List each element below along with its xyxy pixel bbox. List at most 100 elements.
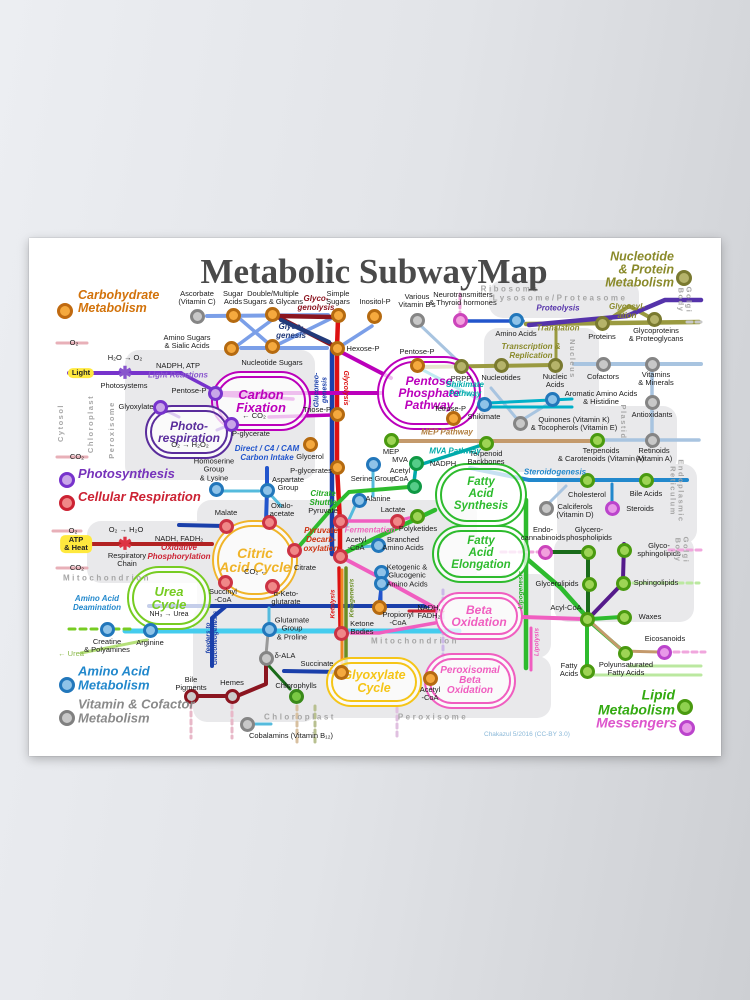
station-node — [217, 574, 233, 590]
station-node — [152, 399, 168, 415]
subway-line — [293, 485, 411, 553]
cycle-station: Carbon Fixation — [211, 371, 311, 431]
map-label: NADH, FADH₂ — [417, 602, 441, 620]
subway-line — [349, 621, 437, 635]
legend-label-carbohydrate-metabolism: Carbohydrate Metabolism — [78, 287, 160, 315]
respiratory-chain-icon: ✱ — [117, 534, 133, 554]
map-label: Eicosanoids — [644, 633, 686, 643]
legend-circle-vitamin-cofactor-metabolism — [59, 710, 75, 726]
map-label: MEP — [382, 446, 400, 456]
subway-line — [546, 484, 568, 506]
map-label: Lysosome/Proteasome — [492, 293, 628, 303]
photosystem-icon: ✱ — [117, 363, 133, 383]
station-node — [302, 436, 318, 452]
station-node — [644, 356, 660, 372]
station-node — [332, 513, 348, 529]
map-label: Acetyl -CoA — [419, 684, 441, 702]
station-node — [366, 308, 382, 324]
map-label: Nucleotides — [481, 372, 521, 382]
station-node — [616, 542, 632, 558]
map-label: Translation — [536, 323, 580, 333]
map-label: ← Urea — [58, 648, 84, 658]
legend-label-lipid-metabolism: Lipid Metabolism — [597, 686, 675, 717]
station-node — [329, 406, 345, 422]
map-label: Pyruvate — [308, 505, 338, 515]
map-label: O₂ — [68, 525, 78, 535]
subway-line — [191, 658, 268, 698]
station-node — [476, 396, 492, 412]
station-node — [478, 435, 494, 451]
station-node — [225, 307, 241, 323]
map-label: Simple Sugars — [326, 288, 350, 306]
map-label: Inositol-P — [359, 296, 391, 306]
map-label: Lipogenesis — [517, 571, 525, 609]
station-node — [452, 312, 468, 328]
subway-line — [177, 523, 226, 528]
station-node — [288, 688, 304, 704]
map-label: Plastid — [619, 404, 629, 440]
station-node — [493, 357, 509, 373]
map-label: Alanine — [365, 493, 391, 503]
map-label: Peroxisome — [106, 401, 116, 459]
station-node — [646, 311, 662, 327]
map-label: Propionyl -CoA — [382, 609, 414, 627]
map-label: Pentose-P — [171, 385, 207, 395]
cycle-station: Fatty Acid Elongation — [432, 525, 530, 583]
map-label: Direct / C4 / CAM Carbon Intake — [234, 444, 300, 462]
station-node — [406, 478, 422, 494]
map-label: Acyl-CoA — [550, 602, 582, 612]
map-label: Glycoproteins & Proteoglycans — [628, 325, 684, 343]
map-label: CO₂ ← — [244, 566, 268, 576]
map-label: Cytosol — [55, 403, 65, 443]
station-node — [332, 548, 348, 564]
credit-text: Chakazul 5/2016 (CC-BY 3.0) — [484, 731, 570, 738]
map-label: Ketogenesis — [348, 578, 356, 618]
station-node — [538, 500, 554, 516]
station-node — [616, 609, 632, 625]
map-label: Polyunsaturated Fatty Acids — [598, 659, 654, 677]
subway-line — [236, 315, 278, 347]
station-node — [445, 410, 461, 426]
map-label: Ribosome — [480, 284, 540, 294]
station-node — [183, 688, 199, 704]
station-node — [589, 432, 605, 448]
legend-circle-lipid-metabolism — [677, 699, 693, 715]
station-node — [329, 340, 345, 356]
subway-line — [523, 555, 588, 618]
map-label: P-glycerates — [290, 465, 332, 475]
map-label: Oxalo- acetate — [269, 500, 295, 518]
station-node — [594, 315, 610, 331]
map-label: Endo- cannabinoids — [520, 524, 566, 542]
map-label: O₂ — [69, 337, 79, 347]
map-label: Waxes — [638, 611, 662, 621]
subway-line — [337, 566, 342, 629]
station-node — [579, 611, 595, 627]
legend-label-vitamin-cofactor-metabolism: Vitamin & Cofactor Metabolism — [78, 696, 195, 725]
subway-line — [279, 318, 331, 344]
station-node — [409, 508, 425, 524]
map-label: Glyco- genolysis — [297, 294, 335, 312]
station-node — [207, 385, 223, 401]
station-node — [333, 664, 349, 680]
subway-line — [79, 638, 149, 655]
subway-line — [589, 615, 623, 621]
map-label: Steroids — [626, 503, 654, 513]
station-node — [261, 514, 277, 530]
station-node — [579, 663, 595, 679]
map-label: Polyketides — [398, 523, 438, 533]
station-node — [389, 513, 405, 529]
map-label: Mitochondrion — [370, 636, 460, 646]
map-label: Ascorbate (Vitamin C) — [178, 288, 216, 306]
station-node — [259, 482, 275, 498]
legend-label-cellular-respiration: Cellular Respiration — [78, 489, 201, 505]
station-node — [638, 472, 654, 488]
map-label: Glutamate Group & Proline — [274, 615, 310, 642]
map-label: Terpenoids & Carotenoids (Vitamin A) — [557, 445, 645, 463]
map-label: Succinate — [300, 658, 334, 668]
station-node — [656, 644, 672, 660]
map-label: Sugar Acids — [222, 288, 244, 306]
station-node — [329, 459, 345, 475]
map-label: Glycero- phospholipids — [566, 524, 612, 542]
highlight-box: ATP & Heat — [60, 535, 92, 553]
map-label: Nucleotide Sugars — [241, 357, 303, 367]
